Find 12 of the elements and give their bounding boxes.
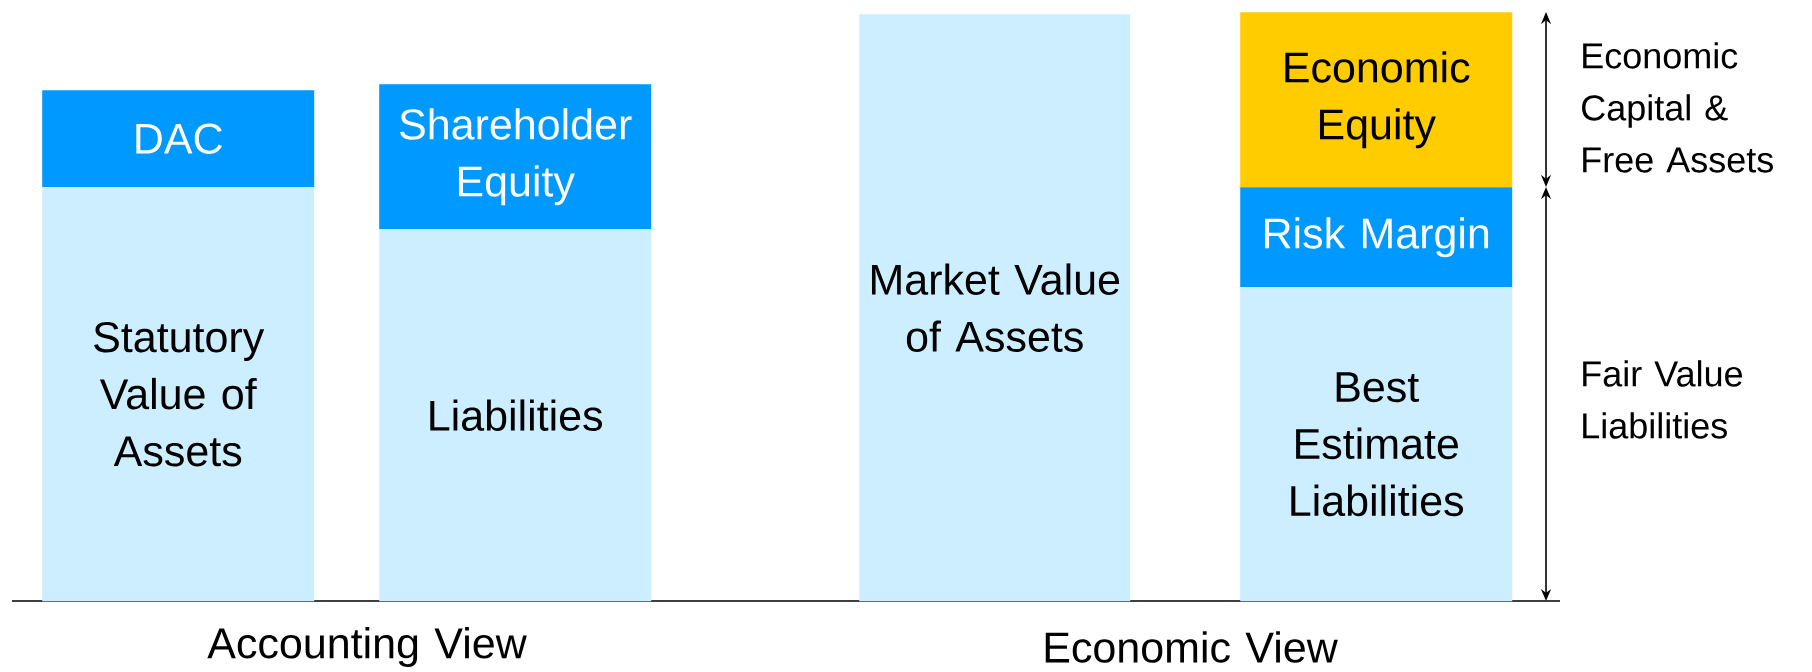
bracket-label: Fair Value Liabilities: [1583, 360, 1742, 439]
group-label: Economic View: [1045, 631, 1338, 663]
value-bar: Risk Margin: [1240, 187, 1513, 288]
value-bar: Liabilities: [379, 229, 652, 602]
value-bar: DAC: [42, 90, 315, 188]
value-bar: Statutory Value of Assets: [42, 187, 315, 602]
bracket-label: Economic Capital & Free Assets: [1582, 42, 1773, 173]
value-bar: Economic Equity: [1240, 12, 1513, 188]
value-bar: Shareholder Equity: [379, 84, 652, 230]
value-bar: Best Estimate Liabilities: [1240, 287, 1513, 602]
group-label: Accounting View: [207, 626, 527, 668]
value-bar: Market Value of Assets: [859, 14, 1131, 602]
